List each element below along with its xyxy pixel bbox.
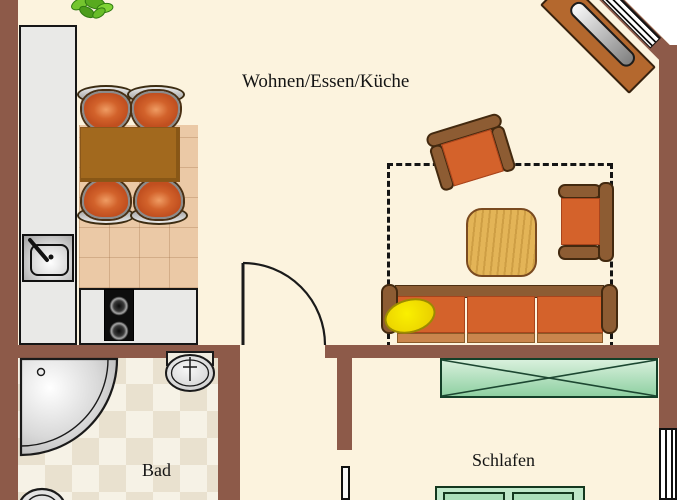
sofa [380,284,618,344]
sofa-armrest [601,284,618,334]
dining-chair [126,85,185,132]
sofa-base [397,333,465,343]
bedroom-door-leaf [341,466,350,500]
shower [19,357,119,457]
wall-bedroom-stub [337,358,352,450]
toilet [19,487,65,500]
bed [435,486,585,500]
sofa-base [467,333,535,343]
stove-burners [109,296,129,341]
dining-table [80,127,180,182]
dining-chair [76,85,135,132]
kitchen-counter-vertical [19,25,77,345]
window-pane-line [665,430,667,498]
bed-pillow [512,492,574,500]
coffee-table [466,208,537,277]
armchair-seat [561,198,600,245]
wall-divider-right [325,345,659,358]
label-bathroom: Bad [142,460,171,480]
bath-sink [165,351,215,392]
bed-pillow [443,492,505,500]
kitchen-counter-horizontal [79,288,198,345]
wall-right [659,45,677,429]
sofa-cushion [467,296,535,333]
sofa-base [537,333,603,343]
wardrobe-cross [441,359,657,397]
chair-seat [132,91,180,132]
plant-icon [71,0,114,19]
label-living-dining-kitchen: Wohnen/Essen/Küche [242,71,410,92]
label-bedroom: Schlafen [472,450,535,470]
window-pane-line [671,430,673,498]
wall-left [0,0,18,500]
armchair [558,182,614,262]
wall-bathroom-right [218,358,240,500]
sofa-cushion [537,296,603,333]
door-living [241,261,327,346]
kitchen-sink-detail [28,238,69,276]
window-bedroom [659,428,677,500]
chair-seat [82,91,130,132]
